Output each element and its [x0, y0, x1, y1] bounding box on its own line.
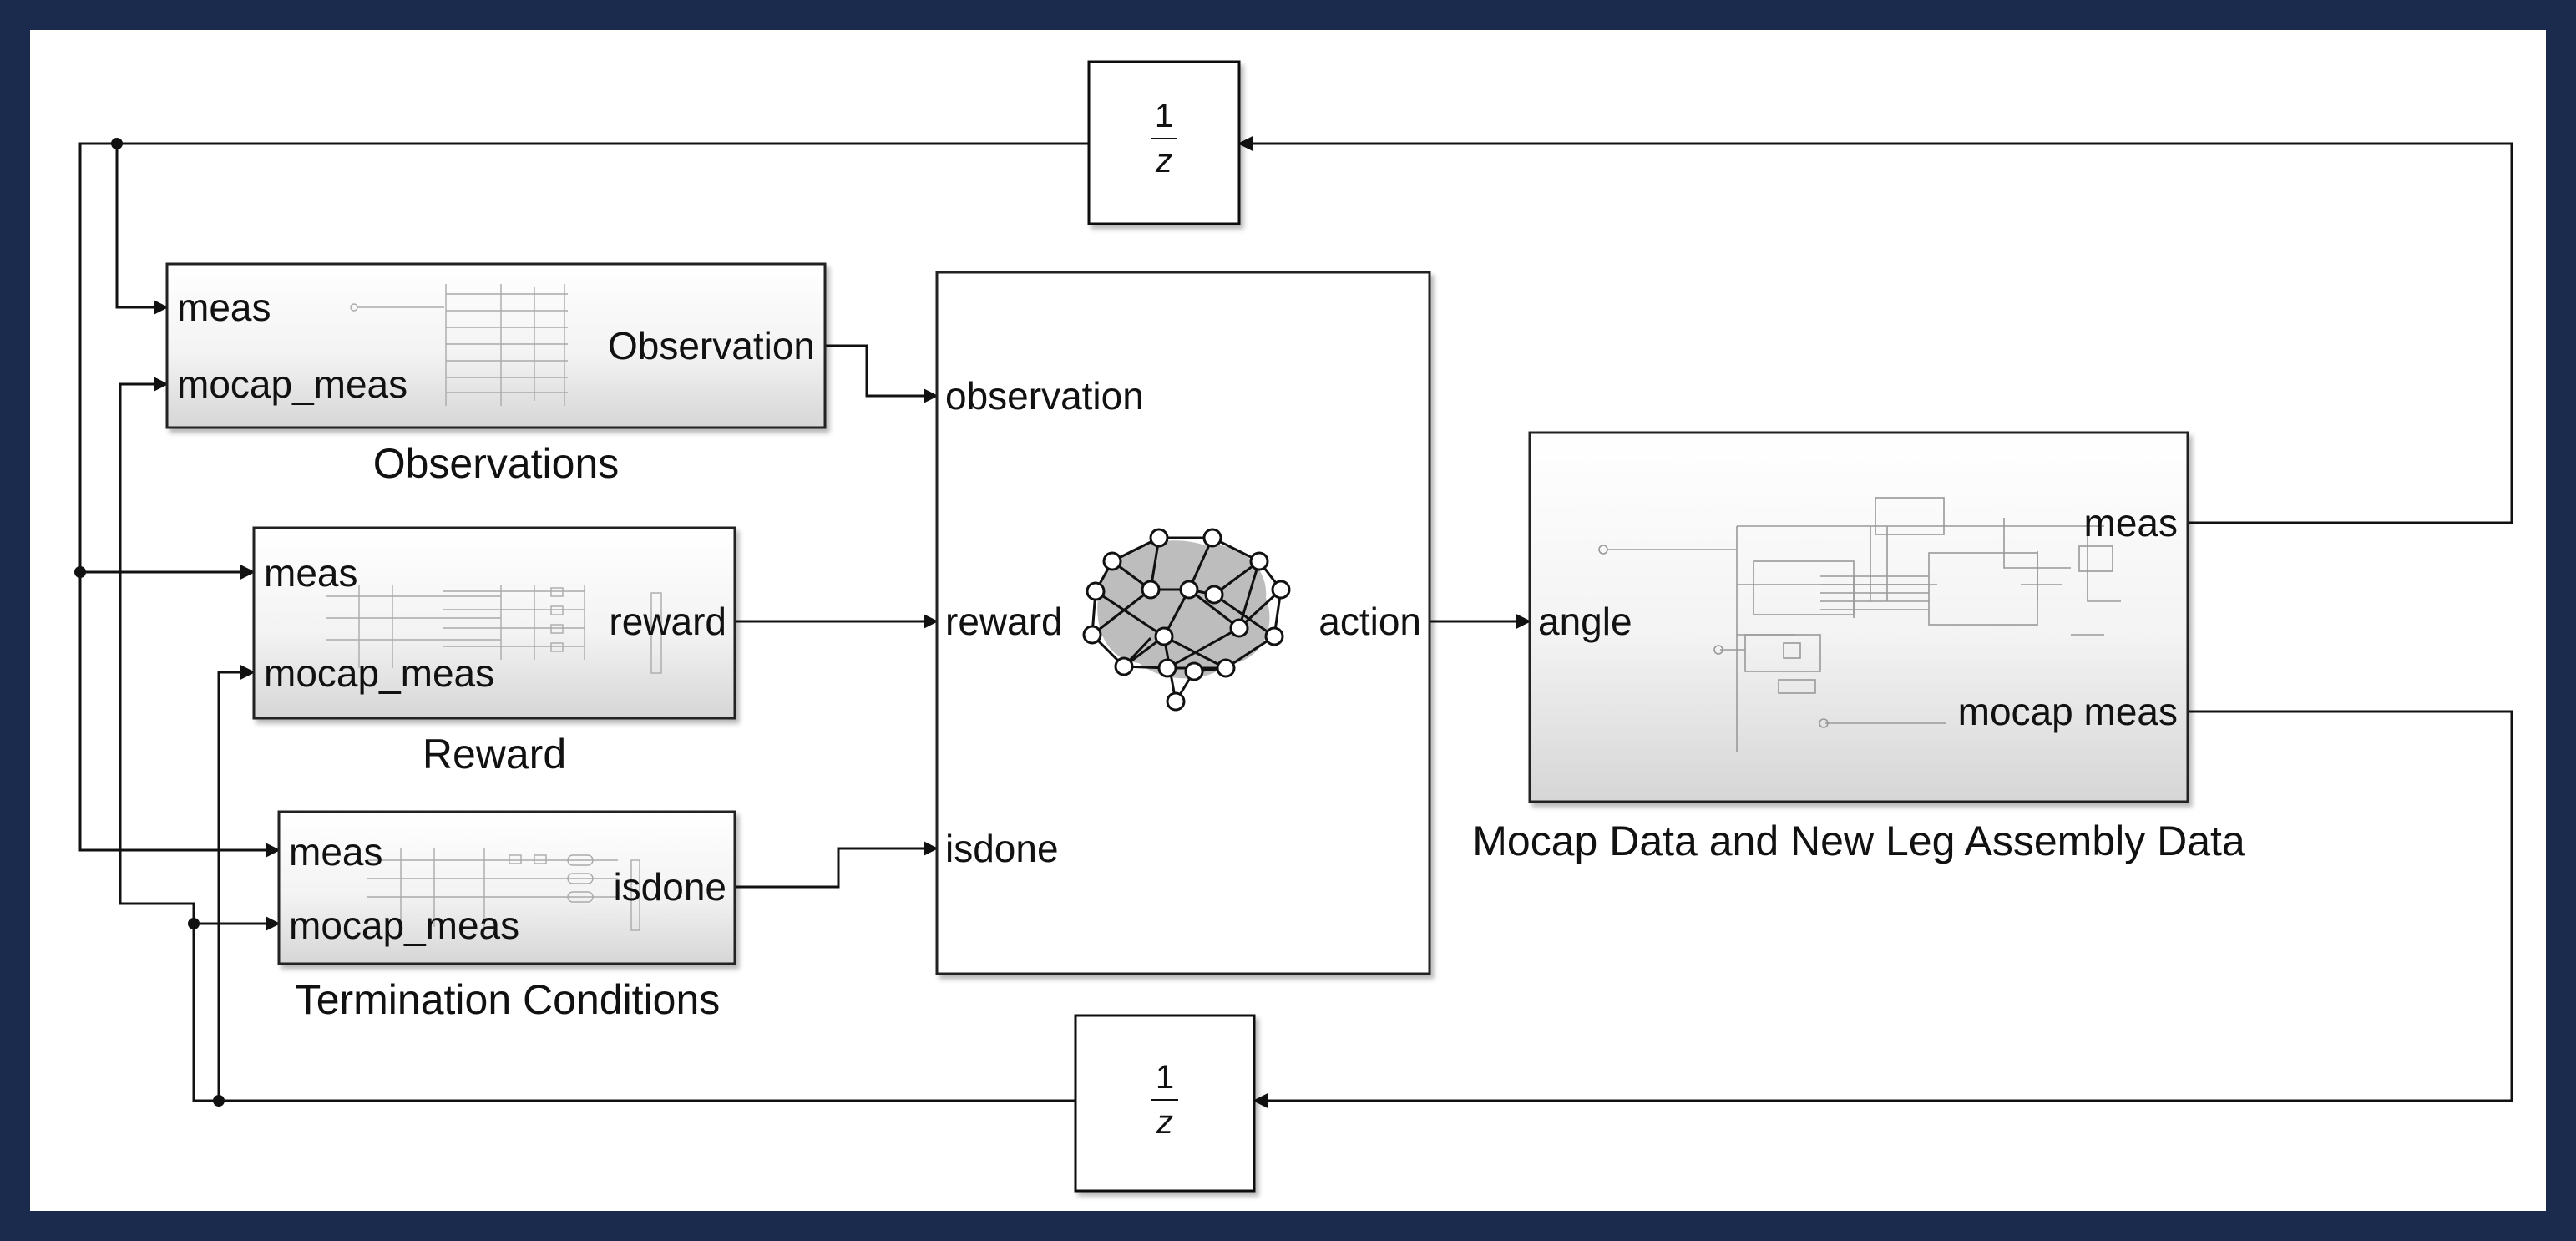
- delay-top-numerator: 1: [1155, 98, 1173, 134]
- termination-block[interactable]: meas mocap_meas isdone: [277, 810, 736, 965]
- observations-input-mocap-meas: mocap_meas: [177, 362, 407, 406]
- plant-caption: Mocap Data and New Leg Assembly Data: [1472, 818, 2245, 864]
- wire-delay-bottom-out: [217, 665, 1075, 1102]
- termination-subsystem-preview: [367, 848, 640, 931]
- observations-input-meas: meas: [177, 286, 271, 329]
- plant-output-mocap-meas: mocap meas: [1958, 690, 2178, 733]
- reward-block[interactable]: meas mocap_meas reward: [252, 526, 736, 720]
- junction-dot: [213, 1095, 225, 1107]
- delay-bottom-numerator: 1: [1156, 1059, 1174, 1096]
- wire-plant-meas-to-delay-top: [1237, 136, 2513, 524]
- observations-output: Observation: [608, 324, 815, 367]
- termination-input-mocap-meas: mocap_meas: [289, 904, 519, 947]
- reward-input-mocap-meas: mocap_meas: [264, 651, 494, 695]
- neural-network-brain-icon: [1082, 528, 1291, 712]
- reward-caption: Reward: [423, 731, 566, 778]
- signal-wires: [74, 136, 2513, 1108]
- delay-top-denominator: z: [1155, 143, 1172, 180]
- agent-input-reward: reward: [945, 600, 1063, 643]
- wire-isdone: [735, 841, 939, 889]
- plant-output-meas: meas: [2084, 501, 2178, 545]
- wire-plant-mocap-to-delay-bottom: [1253, 710, 2513, 1108]
- wire-observation: [825, 344, 939, 403]
- agent-output-action: action: [1318, 600, 1421, 643]
- plant-subsystem-preview: [1598, 497, 2121, 752]
- junction-dot: [188, 918, 200, 929]
- unit-delay-top[interactable]: 1 z: [1087, 60, 1241, 225]
- rl-agent-block[interactable]: observation reward isdone action: [935, 271, 1431, 975]
- agent-input-isdone: isdone: [945, 827, 1059, 870]
- unit-delay-bottom[interactable]: 1 z: [1074, 1014, 1256, 1193]
- reward-input-meas: meas: [264, 551, 357, 595]
- observations-subsystem-preview: [350, 284, 568, 406]
- wire-to-observations-meas: [115, 144, 169, 315]
- termination-caption: Termination Conditions: [296, 976, 721, 1023]
- termination-output: isdone: [613, 865, 726, 909]
- observations-caption: Observations: [373, 440, 620, 487]
- termination-input-meas: meas: [289, 830, 382, 874]
- wire-to-observations-mocap: [119, 377, 195, 924]
- plant-block[interactable]: angle meas mocap meas: [1528, 431, 2189, 803]
- reward-subsystem-preview: [326, 585, 662, 674]
- observations-block[interactable]: meas mocap_meas Observation: [165, 262, 827, 429]
- junction-dot: [111, 138, 123, 149]
- reward-output: reward: [609, 600, 726, 643]
- plant-input-angle: angle: [1538, 600, 1632, 643]
- delay-bottom-denominator: z: [1156, 1104, 1173, 1141]
- junction-dot: [74, 566, 86, 578]
- agent-input-observation: observation: [945, 374, 1144, 418]
- wire-delay-top-out: [78, 142, 1089, 858]
- wire-bottom-bus-left: [192, 916, 281, 1102]
